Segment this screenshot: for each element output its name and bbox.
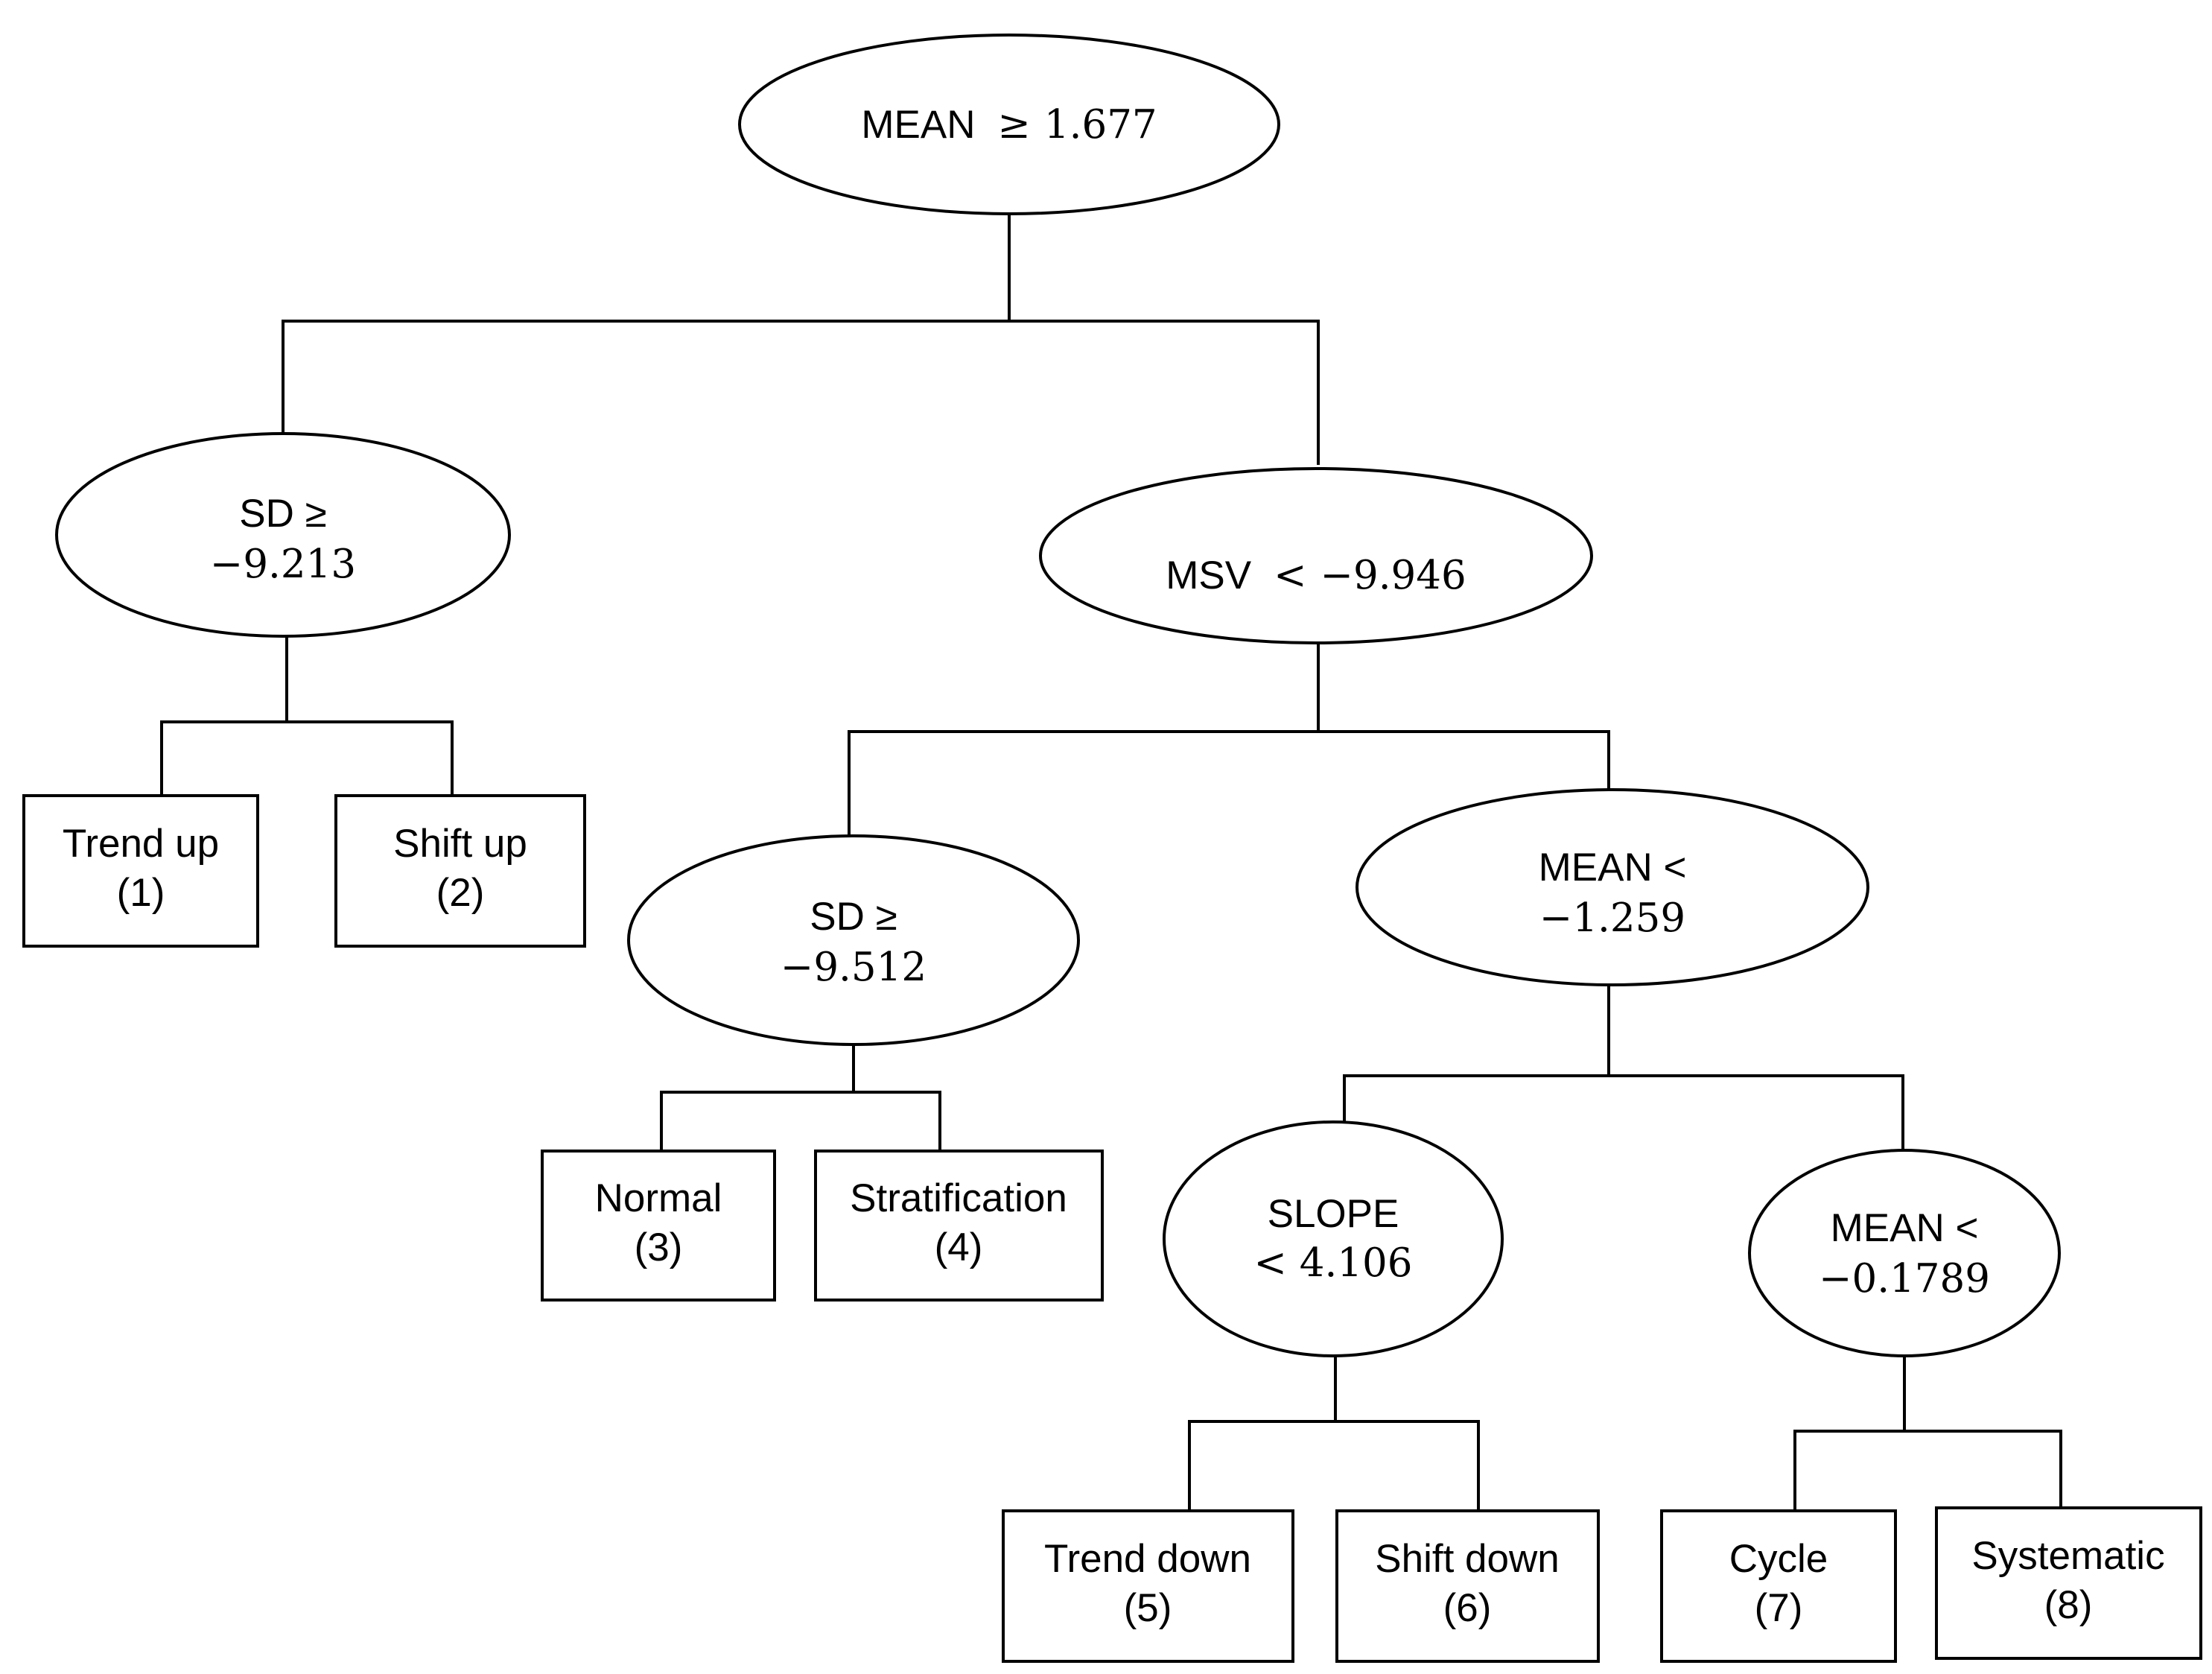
connector-root [282, 212, 1320, 465]
connector-slope-split [1188, 1354, 1480, 1512]
root-node: MEAN ≥1.677 [738, 34, 1280, 215]
leaf-name: Shift up [393, 822, 527, 866]
leaf-name: Normal [595, 1176, 722, 1220]
leaf-name: Cycle [1729, 1537, 1828, 1581]
leaf-number: (6) [1443, 1586, 1492, 1630]
leaf-name: Systematic [1971, 1534, 2164, 1578]
mean-split-line1: MEAN < [1539, 846, 1687, 890]
connector-mean-split [1343, 983, 1904, 1205]
leaf-trend-down: Trend down (5) [1002, 1509, 1294, 1663]
leaf-number: (3) [635, 1226, 683, 1269]
msv-label-text: MSV [1166, 554, 1252, 597]
leaf-name: Trend up [63, 822, 219, 866]
mean-split-node: MEAN < −1.259 [1356, 788, 1869, 986]
mean2-split-line1: MEAN < [1831, 1206, 1979, 1250]
mid-split-line2: −9.512 [781, 945, 927, 990]
leaf-number: (7) [1755, 1586, 1803, 1630]
leaf-shift-up: Shift up (2) [334, 794, 586, 948]
msv-label-op: < [1274, 553, 1306, 598]
connector-mean2-split [1793, 1354, 2062, 1512]
leaf-name: Trend down [1044, 1537, 1251, 1581]
left-split-line2: −9.213 [210, 542, 356, 587]
slope-split-line2: < 4.106 [1254, 1240, 1413, 1286]
leaf-trend-up: Trend up (1) [22, 794, 259, 948]
leaf-number: (2) [436, 871, 485, 915]
connectors [160, 212, 2062, 1512]
connector-mid-split [660, 1043, 941, 1153]
connector-msv-split [848, 639, 1610, 837]
leaf-number: (1) [117, 871, 165, 915]
msv-label-value: −9.946 [1320, 553, 1466, 598]
leaf-number: (8) [2044, 1583, 2093, 1627]
mean2-split-node: MEAN < −0.1789 [1748, 1149, 2061, 1357]
leaf-name: Stratification [850, 1176, 1067, 1220]
msv-split-node: MSV < −9.946 [1039, 467, 1593, 644]
leaf-number: (4) [935, 1226, 983, 1269]
svg-text:MSV<−9.946: MSV < −9.946 [1166, 553, 1466, 598]
leaf-stratification: Stratification (4) [814, 1150, 1104, 1302]
leaf-shift-down: Shift down (6) [1335, 1509, 1600, 1663]
root-label-text: MEAN [861, 103, 975, 147]
slope-split-node: SLOPE < 4.106 [1163, 1120, 1504, 1357]
leaf-name: Shift down [1375, 1537, 1559, 1581]
leaf-systematic: Systematic (8) [1935, 1506, 2202, 1660]
mid-split-line1: SD ≥ [810, 895, 897, 939]
mid-split-node: SD ≥ −9.512 [627, 834, 1080, 1046]
mean2-split-line2: −0.1789 [1819, 1256, 1990, 1302]
connector-left-split [160, 633, 454, 797]
left-split-node: SD ≥ −9.213 [55, 432, 511, 638]
mean-split-line2: −1.259 [1539, 895, 1685, 941]
root-label-value: 1.677 [1044, 102, 1157, 148]
slope-split-line1: SLOPE [1268, 1192, 1399, 1236]
leaf-cycle: Cycle (7) [1660, 1509, 1897, 1663]
leaf-number: (5) [1124, 1586, 1172, 1630]
leaf-normal: Normal (3) [541, 1150, 776, 1302]
left-split-line1: SD ≥ [239, 492, 326, 536]
svg-text:MEAN≥1.677: MEAN ≥1.677 [861, 102, 1157, 148]
root-label-op: ≥ [997, 102, 1030, 148]
